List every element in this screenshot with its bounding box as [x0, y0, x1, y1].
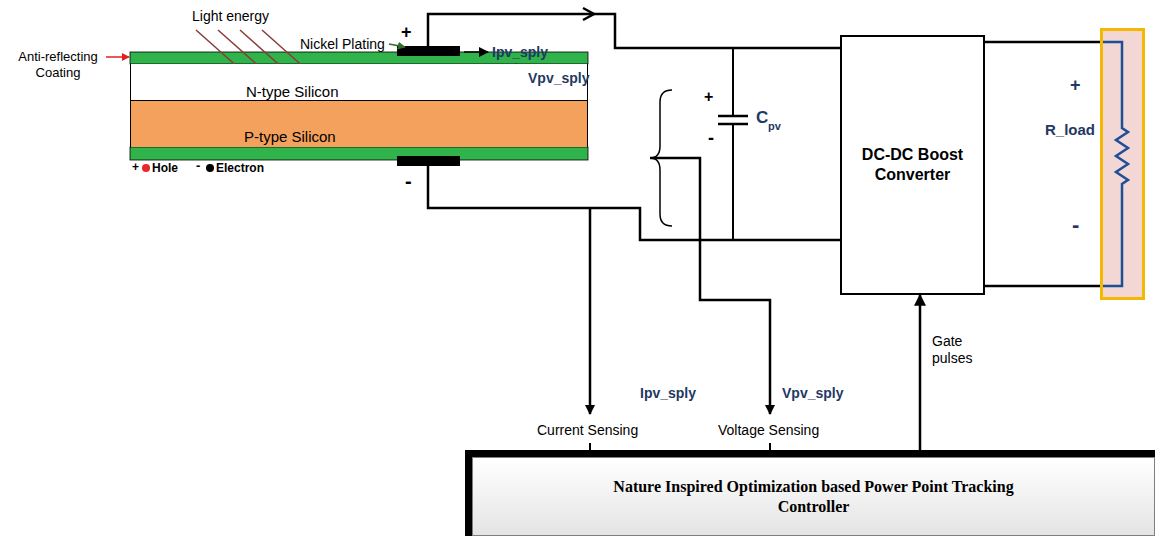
- component-label: C: [756, 108, 768, 128]
- capacitor-symbol: [718, 116, 748, 124]
- legend-item: Electron: [206, 161, 264, 175]
- load-resistor-box: R_load: [1100, 28, 1145, 300]
- annotation: Nickel Plating: [300, 36, 385, 52]
- leader-line: [389, 44, 405, 47]
- leader-line: [106, 56, 129, 58]
- output-wire: [985, 41, 1100, 44]
- current-sensing-line: [589, 208, 592, 414]
- load-fill: [1100, 28, 1145, 300]
- legend-sign: +: [132, 161, 139, 175]
- n-type-layer: N-type Silicon: [130, 64, 588, 100]
- annotation: Anti-reflecting Coating: [2, 49, 114, 81]
- layer-label: N-type Silicon: [246, 84, 339, 99]
- sensing-label: Voltage Sensing: [718, 422, 819, 438]
- resistor-symbol: [1100, 42, 1128, 286]
- signal-name: Vpv_sply: [782, 385, 843, 401]
- terminal-polarity: -: [405, 170, 412, 193]
- load-polarity: +: [1070, 75, 1081, 96]
- component-label: R_load: [1045, 121, 1095, 138]
- negative-wire: [428, 166, 840, 240]
- capacitor-polarity: +: [704, 88, 713, 106]
- current-arrow: [464, 51, 488, 53]
- box-title: Nature Inspired Optimization based Power…: [473, 477, 1154, 517]
- controller-shadow: [465, 450, 1155, 536]
- capacitor-lead: [732, 48, 734, 240]
- gate-signal-arrow: [919, 295, 922, 457]
- controller-box: Nature Inspired Optimization based Power…: [472, 457, 1155, 536]
- negative-terminal: [397, 156, 460, 166]
- capacitor-polarity: -: [708, 128, 714, 149]
- voltage-sensing-line: [650, 158, 770, 414]
- terminal-polarity: +: [401, 22, 412, 43]
- legend-swatch: [142, 164, 150, 172]
- output-wire: [985, 285, 1100, 288]
- positive-wire: [428, 14, 840, 48]
- signal-name: Vpv_sply: [528, 70, 589, 86]
- current-direction-arrow: [583, 8, 594, 20]
- p-type-layer: P-type Silicon: [130, 100, 588, 147]
- legend-text: Hole: [152, 161, 178, 175]
- legend-sign: -: [196, 159, 200, 174]
- legend-swatch: [206, 164, 214, 172]
- layer-label: P-type Silicon: [244, 129, 336, 144]
- legend-item: Hole: [142, 161, 178, 175]
- box-title: DC-DC Boost Converter: [842, 145, 983, 185]
- component-subscript: pv: [768, 120, 781, 133]
- converter-box: DC-DC Boost Converter: [840, 35, 985, 295]
- signal-name: Ipv_sply: [640, 385, 696, 401]
- signal-label: Gate pulses: [930, 332, 992, 368]
- load-polarity: -: [1072, 212, 1079, 237]
- annotation: Light energy: [192, 8, 269, 24]
- signal-name: Ipv_sply: [492, 44, 548, 60]
- sensing-label: Current Sensing: [537, 422, 638, 438]
- legend-text: Electron: [216, 161, 264, 175]
- positive-terminal: [397, 46, 460, 56]
